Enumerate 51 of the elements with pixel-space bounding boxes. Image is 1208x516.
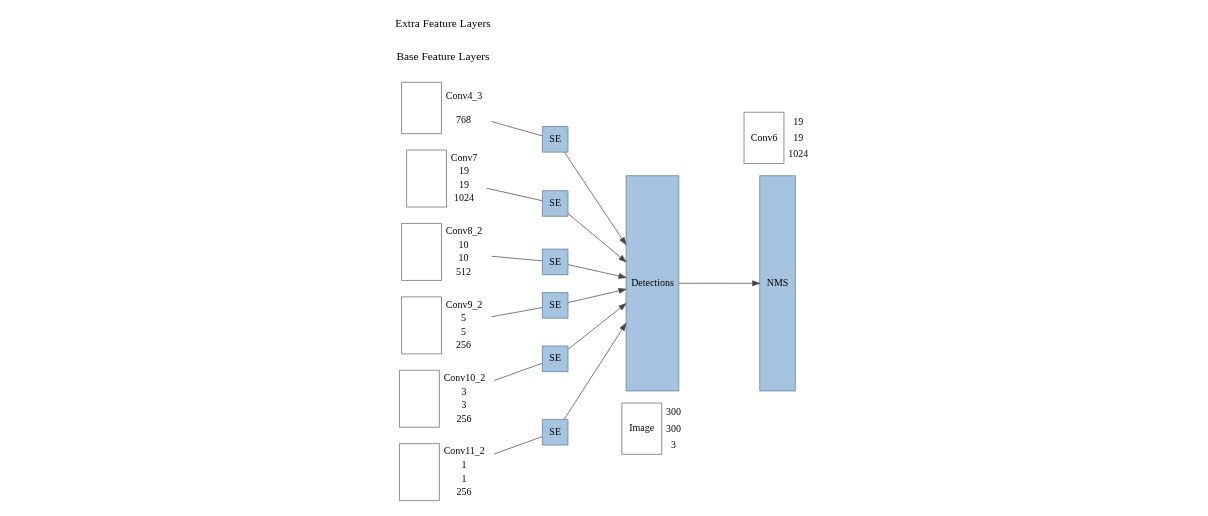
label: Base Feature Layers bbox=[396, 50, 490, 63]
node-label: 10 bbox=[458, 252, 469, 264]
node-label: 5 bbox=[461, 325, 467, 337]
node-label: 256 bbox=[456, 486, 472, 498]
node-label: Conv7 bbox=[450, 151, 478, 163]
arrow bbox=[567, 288, 627, 303]
node-label: 3 bbox=[461, 399, 467, 411]
node-box: SE bbox=[542, 345, 569, 373]
node-label: 768 bbox=[456, 113, 472, 125]
node-label: Conv4_3 bbox=[445, 89, 483, 101]
node-label: 300 bbox=[666, 422, 681, 434]
node-label: 3 bbox=[670, 438, 676, 450]
node-box: SE bbox=[542, 126, 569, 153]
node-label: Conv9_2 bbox=[445, 298, 483, 310]
connector bbox=[486, 187, 543, 202]
node-label: Conv8_2 bbox=[445, 225, 483, 237]
node-box: SE bbox=[542, 190, 569, 217]
node-label: 1024 bbox=[788, 147, 809, 159]
arrow bbox=[567, 264, 627, 279]
connector bbox=[491, 307, 543, 318]
node-label: 1 bbox=[461, 459, 467, 471]
node-label: 256 bbox=[456, 339, 472, 351]
arrow bbox=[563, 323, 627, 420]
label: Extra Feature Layers bbox=[395, 16, 491, 29]
connector bbox=[493, 436, 543, 455]
node-label: 10 bbox=[458, 238, 469, 250]
node-label: 5 bbox=[461, 312, 467, 324]
node-label: 512 bbox=[456, 265, 472, 277]
node-box: SE bbox=[542, 292, 569, 319]
arrow bbox=[567, 303, 627, 350]
node-label: 256 bbox=[456, 412, 472, 424]
connector bbox=[491, 255, 543, 262]
arrow bbox=[678, 280, 760, 287]
node-label: 19 bbox=[793, 115, 804, 127]
connector bbox=[493, 362, 543, 381]
node-label: 19 bbox=[793, 131, 804, 143]
connector bbox=[491, 121, 543, 137]
node-label: 1 bbox=[461, 472, 467, 484]
node-label: 19 bbox=[458, 165, 469, 177]
node-box: NMS bbox=[759, 175, 796, 392]
node-label: 19 bbox=[458, 178, 469, 190]
node-box: SE bbox=[542, 419, 569, 446]
node-label: Conv11_2 bbox=[443, 445, 485, 457]
node-box: SE bbox=[542, 248, 569, 276]
node-label: 1024 bbox=[453, 192, 474, 204]
arrow bbox=[567, 213, 627, 263]
node-label: 3 bbox=[461, 385, 467, 397]
node-label: Conv10_2 bbox=[443, 372, 486, 384]
node-label: 300 bbox=[666, 406, 681, 418]
arrow bbox=[564, 152, 627, 245]
node-box: Detections bbox=[625, 175, 680, 392]
